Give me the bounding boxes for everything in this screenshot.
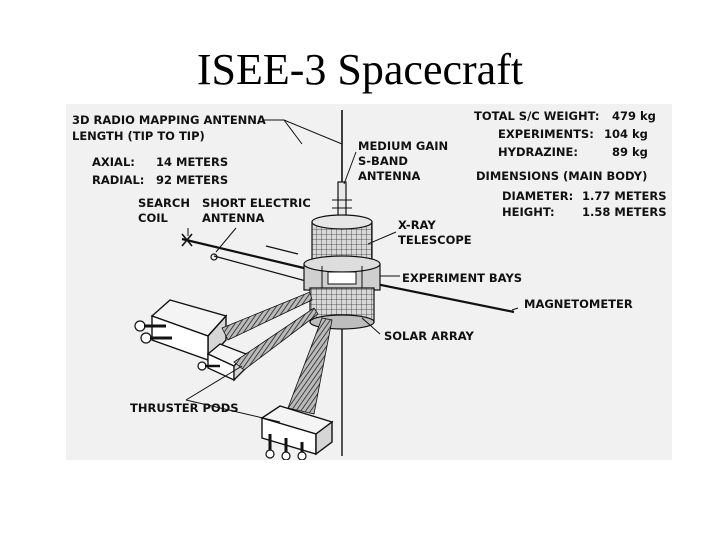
radial-antenna-right: [375, 282, 515, 314]
value-radial: 92 METERS: [156, 173, 228, 187]
value-height: 1.58 METERS: [582, 205, 667, 219]
radial-antenna-left: [181, 237, 309, 271]
label-xray-line1: X-RAY: [398, 218, 436, 232]
label-hydrazine: HYDRAZINE:: [498, 145, 578, 159]
label-search-coil-line2: COIL: [138, 211, 168, 225]
label-medium-gain-line2: S-BAND: [358, 154, 408, 168]
rear-boom: [265, 245, 299, 255]
value-total-weight: 479 kg: [612, 109, 656, 123]
antenna-booms: [181, 110, 515, 456]
label-experiments: EXPERIMENTS:: [498, 127, 594, 141]
label-dimensions-heading: DIMENSIONS (MAIN BODY): [476, 169, 647, 183]
thruster-boom-3: [287, 317, 333, 415]
value-hydrazine: 89 kg: [612, 145, 648, 159]
label-medium-gain-line1: MEDIUM GAIN: [358, 139, 448, 153]
slide-title: ISEE-3 Spacecraft: [196, 45, 524, 94]
main-body: [303, 214, 381, 330]
label-total-weight: TOTAL S/C WEIGHT:: [474, 109, 599, 123]
value-axial: 14 METERS: [156, 155, 228, 169]
label-diameter: DIAMETER:: [502, 189, 573, 203]
diagram-canvas: 3D RADIO MAPPING ANTENNA LENGTH (TIP TO …: [72, 109, 667, 460]
label-axial: AXIAL:: [92, 155, 135, 169]
search-coil: [181, 233, 193, 247]
spacecraft-diagram: 3D RADIO MAPPING ANTENNA LENGTH (TIP TO …: [66, 104, 672, 460]
label-radio-antenna-line2: LENGTH (TIP TO TIP): [72, 129, 205, 143]
label-search-coil-line1: SEARCH: [138, 196, 190, 210]
label-thruster-pods: THRUSTER PODS: [130, 401, 239, 415]
short-antenna-boom: [213, 255, 307, 282]
specs-block: TOTAL S/C WEIGHT: 479 kg EXPERIMENTS: 10…: [474, 109, 667, 219]
label-height: HEIGHT:: [502, 205, 555, 219]
label-radio-antenna-line1: 3D RADIO MAPPING ANTENNA: [72, 113, 266, 127]
thruster-pod-1: [134, 299, 228, 362]
thruster-boom-1: [221, 291, 313, 341]
thruster-pod-3: [260, 405, 334, 460]
label-short-antenna-line2: ANTENNA: [202, 211, 264, 225]
label-solar-array: SOLAR ARRAY: [384, 329, 475, 343]
label-radial: RADIAL:: [92, 173, 144, 187]
leader-lines: [185, 119, 519, 423]
value-experiments: 104 kg: [604, 127, 648, 141]
value-diameter: 1.77 METERS: [582, 189, 667, 203]
label-xray-line2: TELESCOPE: [398, 233, 472, 247]
label-short-antenna-line1: SHORT ELECTRIC: [202, 196, 311, 210]
label-magnetometer: MAGNETOMETER: [524, 297, 633, 311]
label-experiment-bays: EXPERIMENT BAYS: [402, 271, 522, 285]
label-medium-gain-line3: ANTENNA: [358, 169, 420, 183]
short-antenna-tip: [210, 253, 218, 261]
